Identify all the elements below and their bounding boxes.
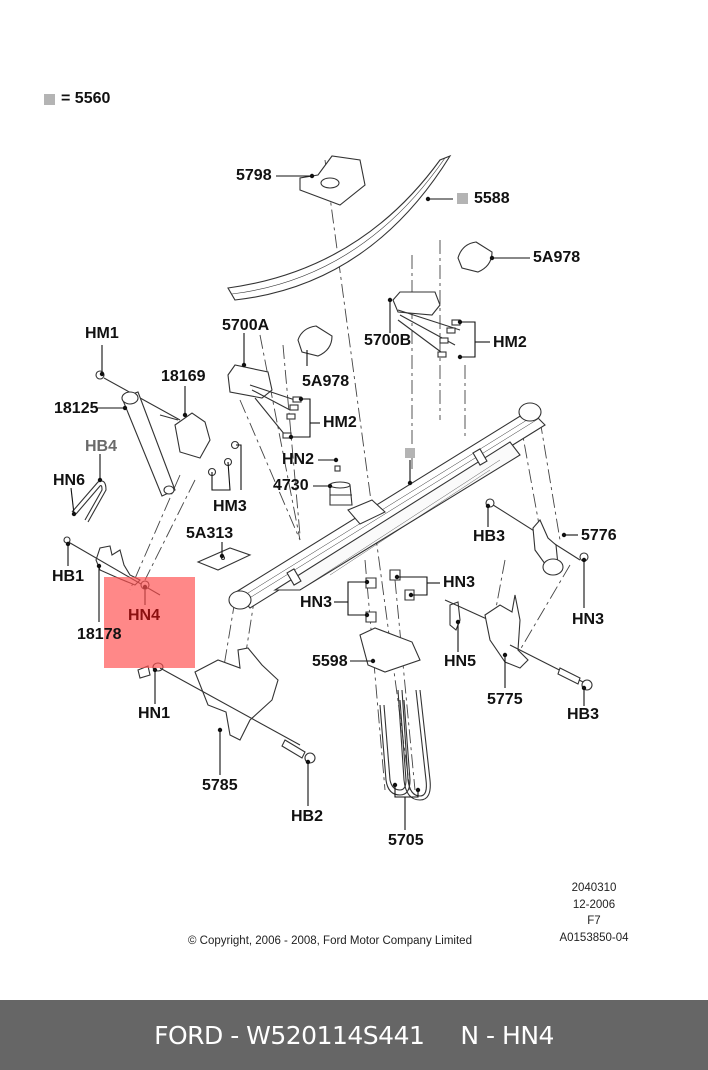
plate-5598 — [359, 627, 421, 673]
callout-5776: 5776 — [581, 527, 617, 544]
callout-HM2-mid: HM2 — [323, 414, 357, 431]
callout-5588: 5588 — [457, 191, 510, 207]
bracket-18169 — [159, 412, 240, 477]
u-bolts-5705 — [379, 689, 431, 801]
callout-HN3-right: HN3 — [443, 574, 476, 591]
pad-5A978-mid — [297, 325, 333, 357]
highlight-box-hn4[interactable] — [104, 577, 195, 668]
leaf-spring-pack — [228, 402, 546, 610]
leader-dots — [65, 173, 587, 793]
plate-5A313 — [196, 547, 252, 571]
spring-plate-5798 — [299, 155, 366, 206]
callout-HB3-top: HB3 — [473, 528, 506, 545]
callout-18178: 18178 — [77, 626, 122, 643]
callout-HN1: HN1 — [138, 705, 171, 722]
spring-leaf-5588 — [227, 154, 452, 301]
callout-18169: 18169 — [161, 368, 206, 385]
callout-5598: 5598 — [312, 653, 348, 670]
shock-absorber-18125 — [95, 370, 181, 497]
callout-HN2: HN2 — [282, 451, 315, 468]
hanger-5775 — [484, 594, 593, 691]
footer-position: N - HN4 — [460, 1020, 554, 1050]
drawing-meta: 2040310 12-2006 F7 A0153850-04 — [552, 880, 636, 946]
callout-5A978-mid: 5A978 — [302, 373, 350, 390]
footer-part-number: FORD - W520114S441 — [154, 1020, 425, 1050]
legend-text: = 5560 — [61, 90, 111, 107]
callout-4730: 4730 — [273, 477, 309, 494]
u-bolt-HB4 — [71, 480, 107, 523]
callout-HN5: HN5 — [444, 653, 477, 670]
callout-5700B: 5700B — [364, 332, 412, 349]
meta-date: 12-2006 — [572, 898, 616, 911]
callout-5A978-top: 5A978 — [533, 249, 581, 266]
nuts-hn3-center — [365, 569, 415, 623]
callout-HN3-far: HN3 — [572, 611, 605, 628]
meta-code: 2040310 — [571, 882, 617, 894]
bolts-hm2-mid — [282, 396, 302, 439]
hanger-5785 — [137, 647, 316, 764]
callout-5705: 5705 — [388, 832, 424, 849]
callout-HM2-right: HM2 — [493, 334, 527, 351]
callout-HM1: HM1 — [85, 325, 119, 342]
callout-18125: 18125 — [54, 400, 99, 417]
callout-5798: 5798 — [236, 167, 272, 184]
callout-HM3: HM3 — [213, 498, 247, 515]
callout-5588-text: 5588 — [474, 190, 510, 207]
callout-HN3-left: HN3 — [300, 594, 333, 611]
shackle-5776 — [485, 498, 589, 576]
callout-HB1: HB1 — [52, 568, 85, 585]
ref-5560-swatch — [457, 193, 468, 205]
copyright: © Copyright, 2006 - 2008, Ford Motor Com… — [188, 935, 472, 947]
legend-swatch — [44, 93, 55, 105]
leader-lines — [67, 175, 585, 830]
bolts-hm2-right — [437, 319, 461, 358]
callout-HB4: HB4 — [85, 438, 118, 455]
callout-HN4[interactable]: HN4 — [128, 607, 161, 624]
pad-5A978-top — [457, 241, 493, 273]
rear-suspension-exploded-diagram — [63, 154, 593, 830]
meta-drawing-number: A0153850-04 — [559, 931, 629, 944]
bump-stop-4730 — [329, 465, 353, 506]
callout-5A313: 5A313 — [186, 525, 234, 542]
legend: = 5560 — [44, 90, 110, 108]
callout-5775: 5775 — [487, 691, 523, 708]
callout-HB3-bottom: HB3 — [567, 706, 600, 723]
callout-5700A: 5700A — [222, 317, 270, 334]
callout-HB2: HB2 — [291, 808, 324, 825]
callout-5785: 5785 — [202, 777, 238, 794]
meta-ref: F7 — [587, 915, 601, 927]
callout-HN6: HN6 — [53, 472, 86, 489]
alignment-lines — [129, 159, 571, 791]
bracket-5700A — [227, 364, 296, 436]
ref-5560-marker — [405, 448, 415, 458]
footer-bar: FORD - W520114S441 N - HN4 — [0, 1000, 708, 1070]
